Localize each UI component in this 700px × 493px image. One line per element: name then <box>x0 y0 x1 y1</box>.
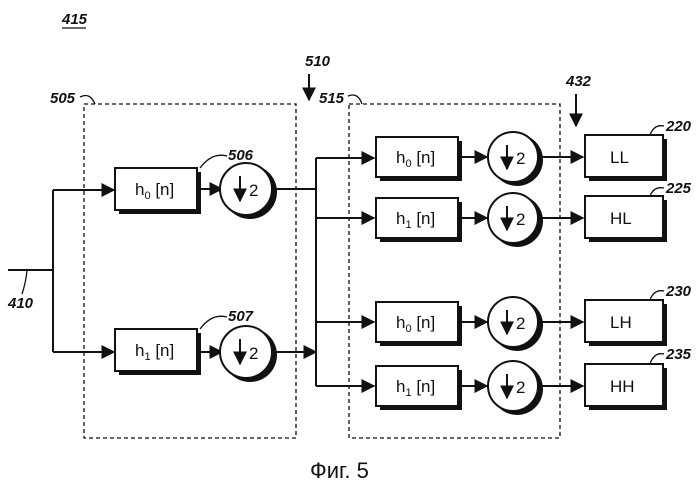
output-hh-label: HH <box>610 377 635 396</box>
ref-225: 225 <box>665 180 692 197</box>
svg-text:h0 [n]: h0 [n] <box>135 180 174 202</box>
downsample-row1 <box>488 132 538 182</box>
svg-text:h0 [n]: h0 [n] <box>396 313 435 335</box>
svg-text:2: 2 <box>516 149 525 168</box>
downsample-1b-label: 2 <box>249 344 258 363</box>
figure-caption: Фиг. 5 <box>310 458 369 483</box>
ref-235: 235 <box>665 346 692 363</box>
downsample-1a-label: 2 <box>249 181 258 200</box>
downsample-row2 <box>488 193 538 243</box>
ref-220: 220 <box>665 118 692 135</box>
ref-515: 515 <box>319 90 345 107</box>
downsample-1b <box>220 326 272 378</box>
output-hl-label: HL <box>610 209 632 228</box>
ref-506: 506 <box>228 147 254 164</box>
svg-text:2: 2 <box>516 314 525 333</box>
output-ll-label: LL <box>610 148 629 167</box>
svg-text:2: 2 <box>516 378 525 397</box>
downsample-1a <box>220 163 272 215</box>
svg-text:h1 [n]: h1 [n] <box>396 377 435 399</box>
downsample-row4 <box>488 361 538 411</box>
output-lh-label: LH <box>610 313 632 332</box>
h0-main: h <box>135 180 144 199</box>
h1-main: h <box>135 341 144 360</box>
svg-text:2: 2 <box>516 210 525 229</box>
h1-suffix: [n] <box>151 341 175 360</box>
ref-507: 507 <box>228 308 254 325</box>
svg-text:h1 [n]: h1 [n] <box>135 341 174 363</box>
svg-text:h1 [n]: h1 [n] <box>396 209 435 231</box>
downsample-row3 <box>488 297 538 347</box>
ref-505: 505 <box>50 90 76 107</box>
ref-432: 432 <box>565 73 592 90</box>
ref-230: 230 <box>665 283 692 300</box>
ref-510: 510 <box>305 53 331 70</box>
stage1-box <box>84 104 296 438</box>
svg-text:h0 [n]: h0 [n] <box>396 148 435 170</box>
figure-number-label: 415 <box>61 11 88 28</box>
h0-suffix: [n] <box>151 180 175 199</box>
ref-410: 410 <box>7 295 34 312</box>
